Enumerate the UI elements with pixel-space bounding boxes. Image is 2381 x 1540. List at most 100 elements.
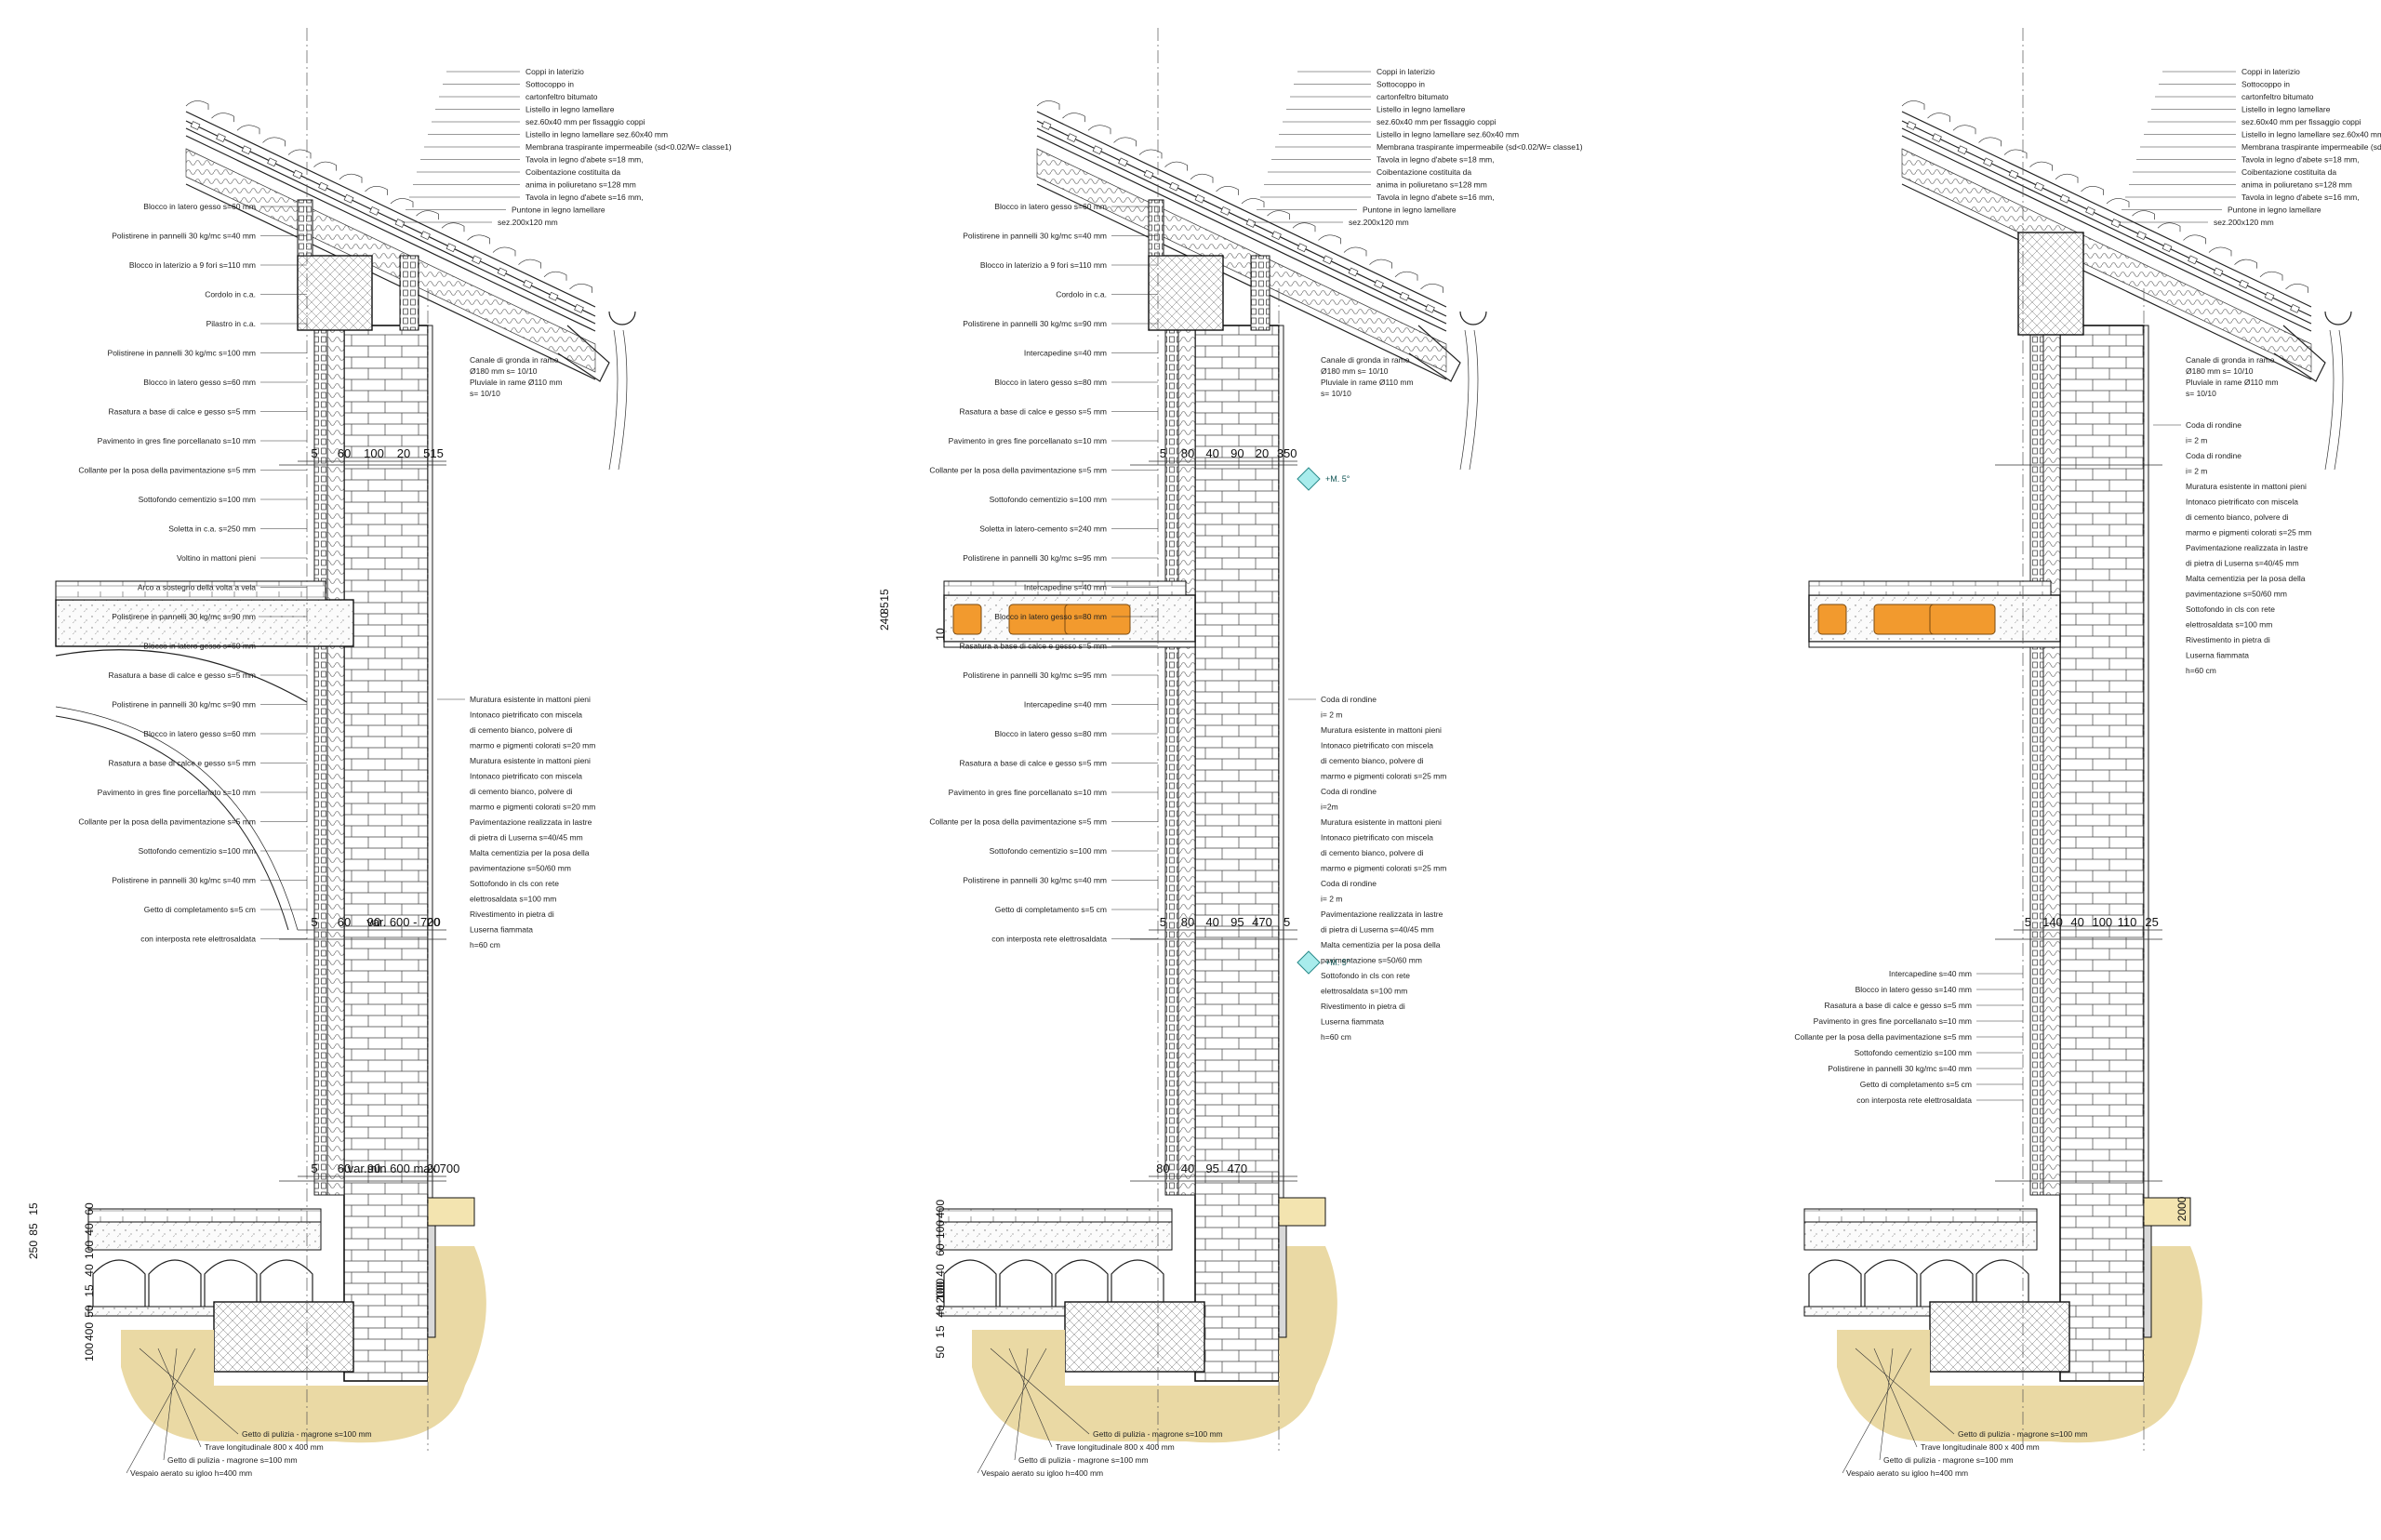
roof-tile (2234, 259, 2257, 269)
roof-tile (2132, 210, 2155, 220)
callout-label-right: h=60 cm (2186, 666, 2216, 675)
vertical-dimension-text: 10 (934, 628, 947, 641)
roof-tile (569, 284, 592, 293)
roof-assembly (185, 100, 636, 471)
batten (2188, 255, 2198, 265)
callout-label-right: di cemento bianco, polvere di (1321, 848, 1424, 857)
roof-callout-label: Ø180 mm s= 10/10 (1321, 366, 1389, 376)
dimension-text: 60 (338, 1162, 351, 1175)
callout-label-left: Getto di completamento s=5 cm (995, 905, 1107, 914)
batten (1092, 145, 1103, 155)
rafter-tail (1408, 325, 1461, 382)
roof-tile (1901, 100, 1925, 110)
brick-masonry (343, 325, 429, 1382)
roof-tile (1952, 125, 1976, 135)
batten (1374, 279, 1384, 289)
callout-label-left: Rasatura a base di calce e gesso s=5 mm (108, 670, 256, 680)
dimension-text: 95 (1205, 1162, 1218, 1175)
batten (2162, 243, 2173, 253)
callout-label-right: di pietra di Luserna s=40/45 mm (470, 833, 583, 843)
callout-label-left: Soletta in latero-cemento s=240 mm (979, 524, 1107, 534)
callout-label-right: Rivestimento in pietra di (2186, 635, 2270, 644)
callout-label-left: Blocco in latero gesso s=60 mm (994, 202, 1107, 211)
vertical-dimension-text: 85 (27, 1223, 40, 1236)
batten (190, 121, 201, 130)
ground-earth (121, 1246, 486, 1443)
roof-callout-label: Coibentazione costituita da (1377, 167, 1471, 177)
roof-callout-label: Canale di gronda in rame (2186, 355, 2275, 365)
roof-tile (1292, 222, 1316, 232)
batten (1220, 206, 1230, 216)
rafter-tail (557, 325, 610, 382)
callout-label-right: i= 2 m (1321, 710, 1342, 720)
roof-layer-line (185, 183, 596, 380)
dimension-text: 5 (311, 915, 317, 929)
ground-screed (938, 1221, 1173, 1251)
downpipe (608, 329, 619, 471)
ground-screed (87, 1221, 322, 1251)
roof-tile (1138, 149, 1163, 159)
batten (1067, 133, 1077, 142)
dimension-text: 5 (1160, 915, 1166, 929)
external-paving (2143, 1197, 2191, 1227)
batten (1041, 121, 1052, 130)
roof-callout-label: s= 10/10 (470, 389, 500, 398)
callout-label-left: Sottofondo cementizio s=100 mm (139, 846, 256, 856)
centerlines (1130, 28, 1297, 1451)
roof-callout-label: Pluviale in rame Ø110 mm (1321, 378, 1414, 387)
batten (292, 169, 303, 179)
level-marker (1297, 467, 1321, 491)
callout-label-right: i= 2 m (2186, 436, 2207, 445)
callout-leader (157, 1348, 202, 1448)
igloo-void (204, 1259, 258, 1307)
floor-finish (943, 580, 1187, 596)
callout-label-right: i=2m (1321, 803, 1338, 812)
callout-label-right: h=60 cm (1321, 1032, 1351, 1042)
vertical-dimension-text: 15 (934, 1325, 947, 1338)
roof-callout-label: anima in poliuretano s=128 mm (2241, 180, 2352, 190)
roof-callout-label: cartonfeltro bitumato (2241, 92, 2314, 101)
batten (1118, 157, 1128, 167)
hollow-block (1929, 604, 1996, 635)
roof-tile (365, 186, 388, 195)
roof-callout-label: Tavola in legno d'abete s=18 mm, (2241, 155, 2360, 165)
roof-layer-line (1036, 183, 1447, 380)
batten (574, 304, 584, 313)
roof-tile (492, 246, 516, 257)
roof-tile (1978, 137, 2002, 147)
callout-label-left: Polistirene in pannelli 30 kg/mc s=95 mm (963, 670, 1107, 680)
callout-label-right: marmo e pigmenti colorati s=25 mm (1321, 772, 1446, 781)
batten (216, 133, 226, 142)
roof-layer-line (185, 111, 596, 308)
batten (1271, 231, 1282, 240)
roof-insulation (1036, 148, 1447, 373)
callout-label-bottom: Getto di pulizia - magrone s=100 mm (1958, 1429, 2088, 1439)
roof-callout-label: Coppi in laterizio (1377, 67, 1435, 76)
callout-label-bottom: Getto di pulizia - magrone s=100 mm (1883, 1455, 2014, 1465)
vertical-dimension-text: 40 (934, 1264, 947, 1277)
vertical-dimension-text: 100 (934, 1281, 947, 1300)
batten (1194, 193, 1205, 204)
callout-label-right: Intonaco pietrificato con miscela (1321, 833, 1433, 843)
batten (1906, 121, 1917, 130)
roof-tile (2208, 246, 2232, 257)
roof-callout-label: Membrana traspirante impermeabile (sd<0.… (1377, 142, 1583, 152)
dimension-text: 515 (423, 446, 444, 460)
batten (1983, 157, 1993, 167)
callout-label-left: Polistirene in pannelli 30 kg/mc s=95 mm (963, 553, 1107, 563)
callout-label-left: Sottofondo cementizio s=100 mm (139, 495, 256, 504)
batten (241, 145, 252, 155)
callout-label-right: di cemento bianco, polvere di (470, 787, 573, 796)
roof-assembly (1036, 100, 1487, 471)
callout-label-right: Rivestimento in pietra di (1321, 1002, 1405, 1011)
roof-tile (1927, 113, 1950, 123)
igloo-void (943, 1259, 997, 1307)
roof-insulation (1901, 148, 2312, 373)
downpipe (2334, 329, 2344, 471)
callout-label-right: Pavimentazione realizzata in lastre (2186, 543, 2308, 552)
roof-callout-label: sez.200x120 mm (498, 218, 558, 227)
roof-tile (339, 173, 363, 183)
callout-label-left: Rasatura a base di calce e gesso s=5 mm (1824, 1001, 1972, 1010)
brick-masonry (2059, 325, 2145, 1382)
callout-label-left: Blocco in latero gesso s=140 mm (1856, 985, 1972, 994)
